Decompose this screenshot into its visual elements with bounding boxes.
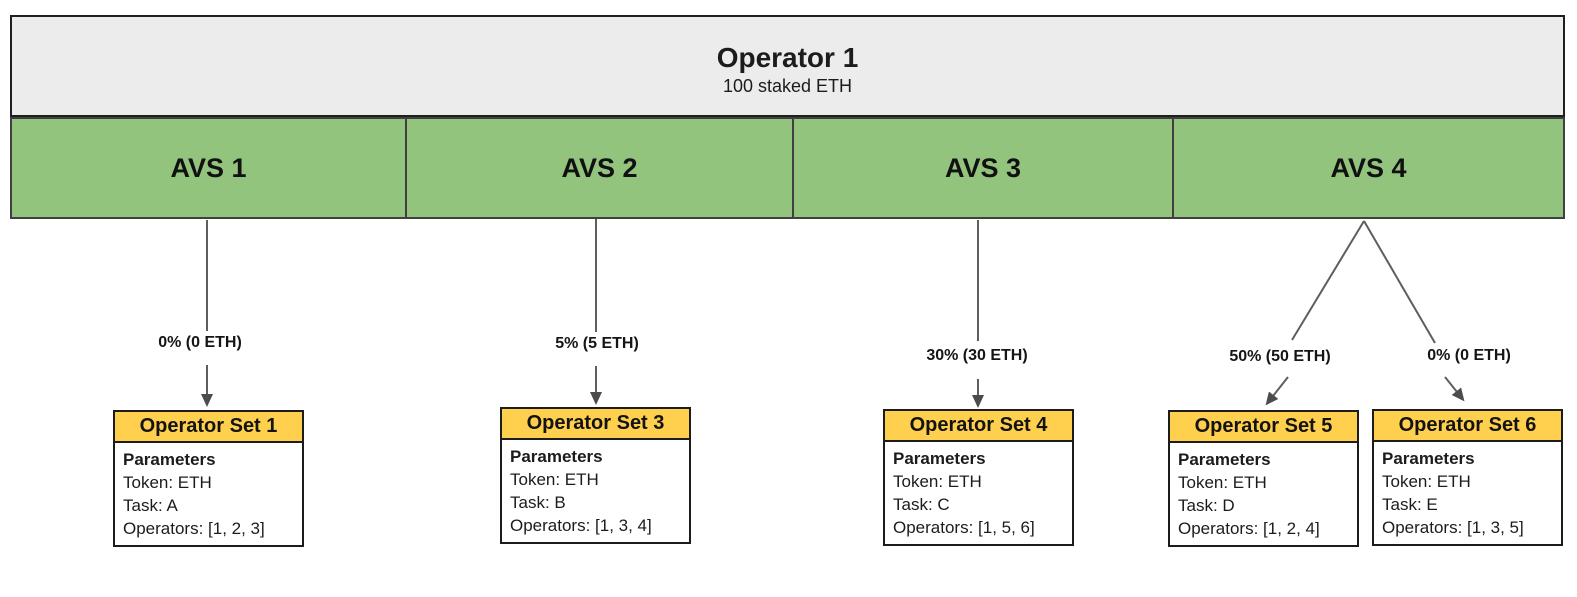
avs-4-label: AVS 4 (1330, 152, 1407, 183)
avs-2-label: AVS 2 (561, 152, 638, 183)
operator-set-5-title: Operator Set 5 (1170, 412, 1357, 443)
avs-1-label: AVS 1 (170, 152, 247, 183)
operators-line: Operators: [1, 3, 4] (510, 516, 652, 535)
token-line: Token: ETH (1178, 473, 1267, 492)
parameters-heading: Parameters (123, 450, 216, 469)
token-line: Token: ETH (1382, 472, 1471, 491)
avs-cell-2: AVS 2 (405, 119, 792, 217)
operator-set-1-title: Operator Set 1 (115, 412, 302, 443)
operator-set-6-title: Operator Set 6 (1374, 411, 1561, 442)
parameters-heading: Parameters (510, 447, 603, 466)
task-line: Task: B (510, 493, 566, 512)
avs-3-label: AVS 3 (944, 152, 1022, 183)
operator-stake-subtitle: 100 staked ETH (722, 76, 853, 96)
operator-set-6-body: Parameters Token: ETH Task: E Operators:… (1374, 442, 1561, 539)
operator-set-card-4: Operator Set 4 Parameters Token: ETH Tas… (883, 409, 1074, 546)
allocation-label-avs1: 0% (0 ETH) (158, 334, 242, 351)
avs-cell-3: AVS 3 (792, 119, 1172, 217)
arrow-avs4-to-set5-head (1265, 376, 1289, 406)
operator-set-card-3: Operator Set 3 Parameters Token: ETH Tas… (500, 407, 691, 544)
task-line: Task: A (123, 496, 178, 515)
operator-set-4-title: Operator Set 4 (885, 411, 1072, 442)
task-line: Task: D (1178, 496, 1235, 515)
avs-cell-4: AVS 4 (1172, 119, 1563, 217)
avs-row: AVS 1 AVS 2 AVS 3 AVS 4 (10, 117, 1565, 219)
operator-title: Operator 1 (716, 42, 859, 73)
token-line: Token: ETH (123, 473, 212, 492)
parameters-heading: Parameters (1382, 449, 1475, 468)
operators-line: Operators: [1, 2, 4] (1178, 519, 1320, 538)
operator-set-3-title: Operator Set 3 (502, 409, 689, 440)
operator-set-3-body: Parameters Token: ETH Task: B Operators:… (502, 440, 689, 537)
operator-set-card-1: Operator Set 1 Parameters Token: ETH Tas… (113, 410, 304, 547)
operators-line: Operators: [1, 3, 5] (1382, 518, 1524, 537)
avs-cell-1: AVS 1 (12, 119, 405, 217)
allocation-label-avs4-set5: 50% (50 ETH) (1229, 348, 1331, 365)
allocation-label-avs3: 30% (30 ETH) (926, 347, 1028, 364)
operator-set-1-body: Parameters Token: ETH Task: A Operators:… (115, 443, 302, 540)
arrow-avs4-to-set5-upper (1291, 220, 1365, 341)
task-line: Task: E (1382, 495, 1438, 514)
token-line: Token: ETH (510, 470, 599, 489)
parameters-heading: Parameters (1178, 450, 1271, 469)
operator-set-4-body: Parameters Token: ETH Task: C Operators:… (885, 442, 1072, 539)
operators-line: Operators: [1, 2, 3] (123, 519, 265, 538)
task-line: Task: C (893, 495, 950, 514)
token-line: Token: ETH (893, 472, 982, 491)
arrow-avs4-to-set6-upper (1363, 220, 1436, 344)
parameters-heading: Parameters (893, 449, 986, 468)
allocation-label-avs4-set6: 0% (0 ETH) (1427, 347, 1511, 364)
operator-set-card-5: Operator Set 5 Parameters Token: ETH Tas… (1168, 410, 1359, 547)
operator-set-card-6: Operator Set 6 Parameters Token: ETH Tas… (1372, 409, 1563, 546)
operator-set-5-body: Parameters Token: ETH Task: D Operators:… (1170, 443, 1357, 540)
arrow-avs4-to-set6-head (1444, 376, 1465, 402)
allocation-label-avs2: 5% (5 ETH) (555, 335, 639, 352)
operator-box: Operator 1 100 staked ETH (10, 15, 1565, 117)
operators-line: Operators: [1, 5, 6] (893, 518, 1035, 537)
